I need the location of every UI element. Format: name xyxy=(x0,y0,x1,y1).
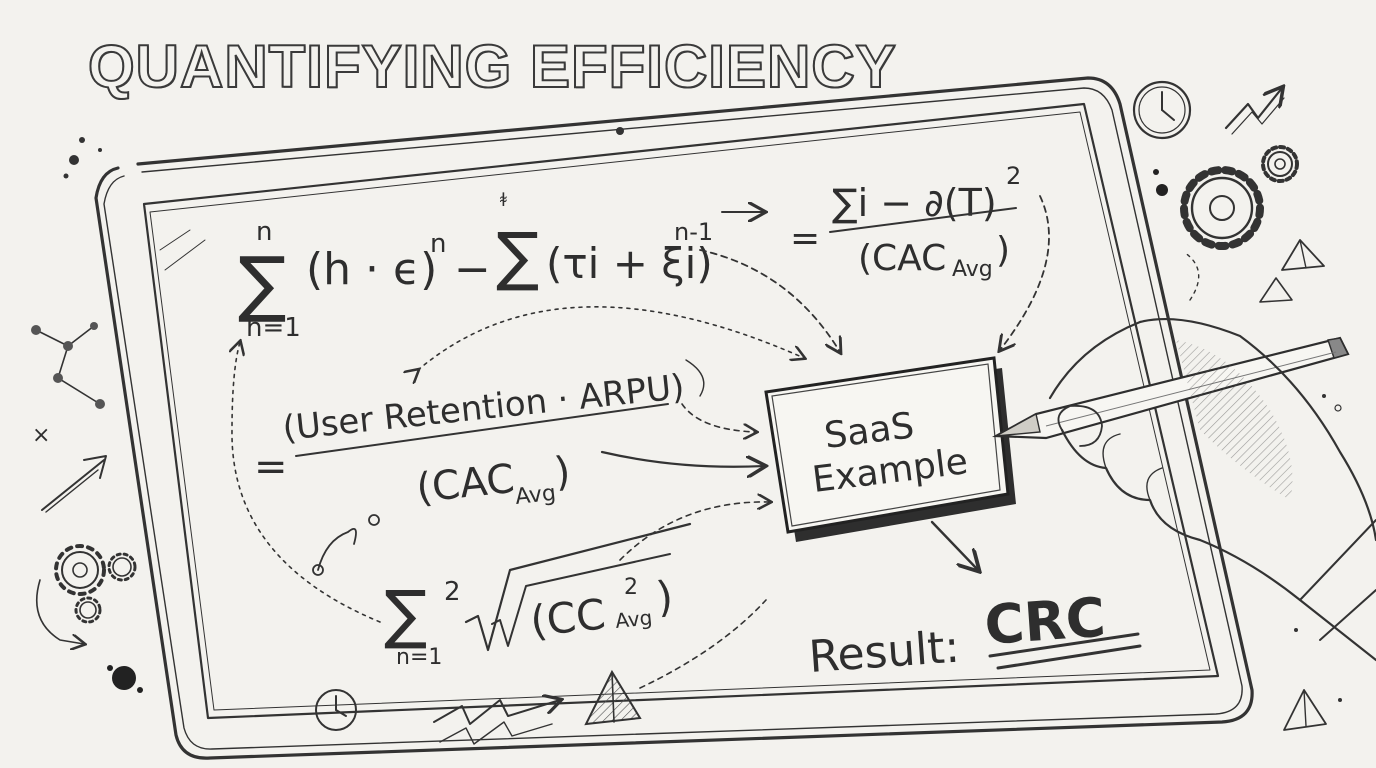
minus-sign: − xyxy=(454,244,491,295)
result-underline-2 xyxy=(996,644,1142,670)
term1: (h · ϵ) xyxy=(306,244,437,295)
sum1-lower: h=1 xyxy=(246,313,301,343)
rhs-denominator-sub: Avg xyxy=(952,257,993,282)
rhs-numerator-exp: 2 xyxy=(1006,162,1021,190)
page-title: QUANTIFYING EFFICIENCY xyxy=(87,32,897,101)
formula-bottom: ∑ 2 n=1 (CC 2 Avg ) xyxy=(384,522,692,670)
term2-exponent: n-1 xyxy=(674,218,713,246)
cross-icon: × xyxy=(32,423,50,448)
radical-outer xyxy=(464,522,692,652)
clock-icon-right xyxy=(1132,80,1192,140)
clock-icon-left xyxy=(315,689,357,731)
radicand-sub: Avg xyxy=(614,605,653,633)
molecule-icon xyxy=(31,322,105,409)
radicand-close: ) xyxy=(654,572,675,622)
zigzag-arrow-icon xyxy=(433,700,560,725)
pyramid-icon-left xyxy=(584,669,642,726)
middle-equals: = xyxy=(254,444,288,490)
middle-numerator: (User Retention · ARPU) xyxy=(281,367,686,449)
result-value: CRC xyxy=(983,586,1108,657)
pyramid-icon-right xyxy=(1259,239,1325,303)
rhs-fraction-bar xyxy=(829,207,1017,233)
formula-middle: = (User Retention · ARPU) (CAC Avg ) xyxy=(254,367,686,512)
result-underline-1 xyxy=(988,632,1140,658)
result: Result: CRC xyxy=(807,520,1142,683)
term1-exponent: n xyxy=(430,229,446,259)
ink-splat-icon xyxy=(112,666,136,690)
middle-denominator-sub: Avg xyxy=(514,481,557,510)
right-doodles xyxy=(1132,80,1342,731)
result-label: Result: xyxy=(807,622,961,683)
sum-symbol-2: ∑ xyxy=(496,220,539,294)
rhs-numerator: ∑i − ∂(T) xyxy=(832,181,997,225)
sum-symbol-3: ∑ xyxy=(384,578,427,652)
connector-arrows xyxy=(232,195,1050,689)
gear-icon-small xyxy=(1261,145,1299,183)
middle-fraction-bar xyxy=(295,403,669,457)
left-doodles: × xyxy=(31,137,642,745)
middle-denominator: (CAC xyxy=(414,456,516,512)
node-link-icon xyxy=(312,514,380,576)
result-arrow xyxy=(930,520,978,570)
radical-inner xyxy=(491,553,671,647)
hand-with-pencil xyxy=(992,317,1376,662)
sum-symbol-1: ∑ xyxy=(238,241,287,325)
radicand-sup: 2 xyxy=(624,575,638,600)
rhs-equals: = xyxy=(790,218,820,259)
curved-arrow-icon xyxy=(36,579,84,644)
saas-example-box: SaaS Example xyxy=(764,356,1016,542)
middle-denominator-close: ) xyxy=(552,449,572,496)
gears-icon xyxy=(54,544,137,624)
formula-top: ∑ n h=1 (h · ϵ) n − ∑ ꬸ (τi + ξi) n-1 = … xyxy=(238,162,1021,343)
gear-icon-large xyxy=(1180,166,1264,250)
trend-arrow-icon xyxy=(41,455,107,511)
sum2-mark: ꬸ xyxy=(500,190,507,211)
pyramid-icon-bottom xyxy=(1283,689,1327,731)
sum3-lower: n=1 xyxy=(396,645,442,670)
term2: (τi + ξi) xyxy=(546,239,713,288)
sum3-upper: 2 xyxy=(444,577,461,607)
tablet-camera-icon xyxy=(616,127,624,135)
tablet-frame xyxy=(94,76,1254,760)
radicand: (CC xyxy=(528,589,608,646)
rhs-denominator-close: ) xyxy=(996,230,1010,271)
sum1-upper: n xyxy=(256,217,272,247)
growth-arrow-icon xyxy=(1224,88,1282,130)
rhs-denominator: (CAC xyxy=(858,238,946,279)
